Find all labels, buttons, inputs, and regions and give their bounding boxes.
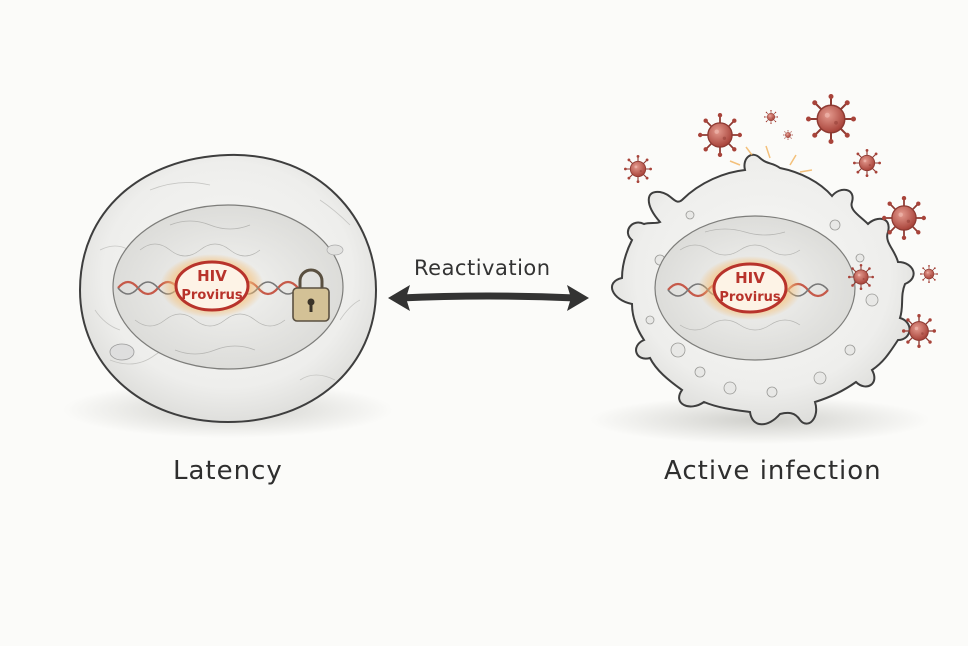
virus-particle-icon bbox=[806, 94, 856, 144]
reactivation-label: Reactivation bbox=[414, 256, 551, 280]
active-infection-caption: Active infection bbox=[664, 456, 882, 486]
latent-provirus-label-line1: HIV bbox=[197, 267, 227, 285]
latent-cell: HIV Provirus bbox=[63, 153, 393, 438]
infected-cell: HIV Provirus bbox=[590, 145, 930, 444]
virus-particle-icon bbox=[902, 314, 936, 348]
virus-particle-icon bbox=[882, 196, 926, 240]
active-provirus-dna: HIV Provirus bbox=[667, 256, 829, 320]
latent-provirus-dna: HIV Provirus bbox=[117, 254, 299, 318]
active-provirus-label-line2: Provirus bbox=[719, 290, 780, 305]
virus-particle-icon bbox=[624, 155, 652, 183]
virus-particle-icon bbox=[848, 264, 874, 290]
virus-particle-icon bbox=[853, 149, 881, 177]
virus-particle-icon bbox=[783, 130, 793, 140]
budding-sparks bbox=[729, 145, 813, 173]
padlock-icon bbox=[292, 268, 330, 322]
active-provirus-label-line1: HIV bbox=[735, 269, 765, 287]
latent-provirus-label-line2: Provirus bbox=[181, 288, 242, 303]
virus-particle-icon bbox=[764, 110, 778, 124]
reactivation-arrow bbox=[388, 285, 589, 311]
latency-caption: Latency bbox=[173, 456, 283, 486]
virus-particle-icon bbox=[698, 113, 742, 157]
virus-particle-icon bbox=[920, 265, 938, 283]
